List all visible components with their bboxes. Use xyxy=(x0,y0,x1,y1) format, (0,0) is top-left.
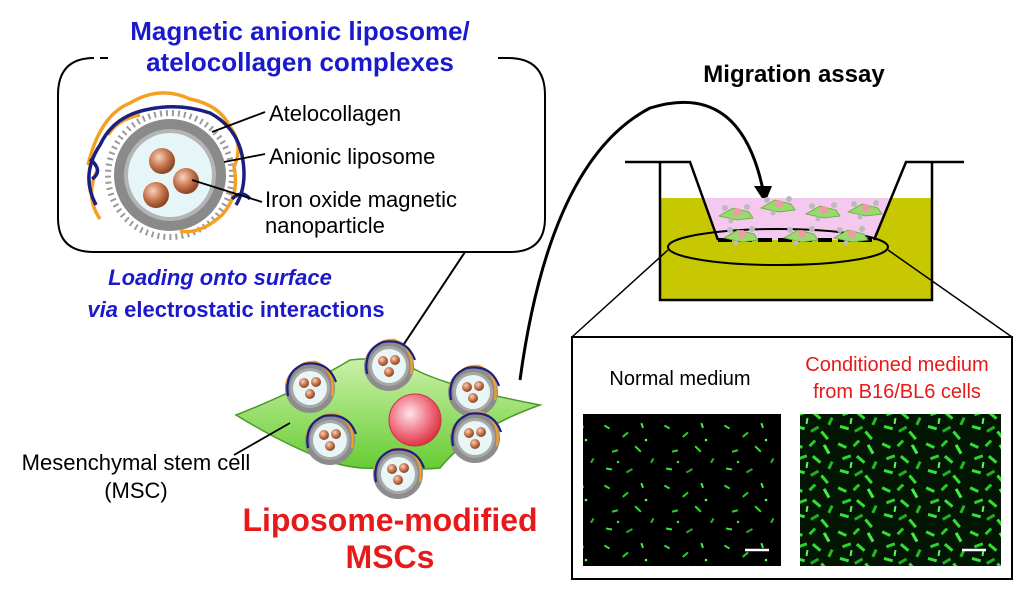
insert-wall-right xyxy=(872,160,964,241)
loading-line1: Loading onto surface xyxy=(108,265,332,290)
atelocollagen-strand-navy xyxy=(87,105,246,206)
label-anionic-liposome: Anionic liposome xyxy=(269,144,435,169)
transfer-arrow-curve xyxy=(518,100,765,381)
connector-box-to-msc xyxy=(399,251,466,351)
membrane-focus-ellipse xyxy=(667,228,889,266)
normal-medium-label: Normal medium xyxy=(609,368,750,390)
lower-well-outline xyxy=(658,162,934,302)
complex-title-line2: atelocollagen complexes xyxy=(146,47,454,77)
zoom-line-right xyxy=(887,249,1013,338)
nanoparticle xyxy=(149,148,175,174)
loading-via: via xyxy=(87,297,118,322)
leader-liposome xyxy=(223,153,266,163)
transwell-chamber xyxy=(625,160,964,302)
label-atelocollagen: Atelocollagen xyxy=(269,101,401,126)
msc-cell-illustration xyxy=(234,338,543,501)
msc-label-line1: Mesenchymal stem cell xyxy=(22,450,251,475)
leader-msc xyxy=(233,422,291,456)
transfer-arrowhead xyxy=(754,186,772,203)
msc-nucleus xyxy=(388,393,442,447)
conditioned-label-line1: Conditioned medium xyxy=(805,354,988,376)
leader-nanoparticle xyxy=(191,179,263,203)
assay-title: Migration assay xyxy=(703,61,885,88)
conditioned-label-line2: from B16/BL6 cells xyxy=(813,381,981,403)
result-title-line2: MSCs xyxy=(346,539,435,575)
label-nanoparticle-line1: Iron oxide magnetic xyxy=(265,187,457,212)
label-nanoparticle-line2: nanoparticle xyxy=(265,213,385,238)
loading-line2: via electrostatic interactions xyxy=(87,297,384,322)
insert-wall-left xyxy=(625,160,720,241)
result-title-line1: Liposome-modified xyxy=(242,502,537,538)
leader-atelocollagen xyxy=(211,111,266,133)
complex-callout-box xyxy=(57,57,546,253)
msc-label-line2: (MSC) xyxy=(104,478,168,503)
liposome-complex-illustration xyxy=(86,91,252,240)
micrograph-conditioned xyxy=(800,414,1001,566)
nanoparticle xyxy=(143,182,169,208)
loading-rest: electrostatic interactions xyxy=(118,297,385,322)
complex-title-line1: Magnetic anionic liposome/ xyxy=(130,16,470,46)
zoom-line-left xyxy=(571,249,669,338)
nanoparticle xyxy=(173,168,199,194)
micrograph-normal xyxy=(583,414,781,566)
